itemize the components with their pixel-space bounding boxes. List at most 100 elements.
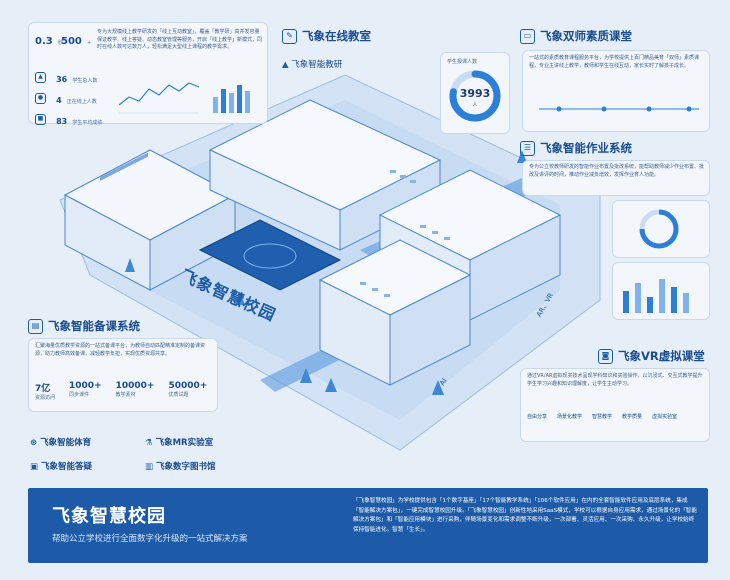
graduation-cap-icon: ▲ bbox=[282, 60, 289, 70]
pen-icon: ✎ bbox=[282, 29, 297, 44]
banner-desc: 「飞象智慧校园」为学校提供包含「1个数字基座」「17个智能教学系统」「106个软… bbox=[353, 498, 697, 533]
prep-stat-value: 50000+ bbox=[168, 381, 208, 391]
homework-card: 专为公立校教师研发的智能作业布置及批改系统，能帮助教师减少作业布置、批改及讲评的… bbox=[522, 160, 710, 196]
online-classroom-subtitle: ▲ 飞象智能教研 bbox=[282, 58, 342, 70]
metric-list: ▲ 36 学生总人数 ● 4 正在线上人数 ■ 83 学生平均成绩 bbox=[35, 67, 102, 128]
vr-card: 通过VR/AR虚拟现实技术呈现学科知识和实验操作，以沉浸式、交互式教学提升学生学… bbox=[520, 368, 710, 442]
vr-feature: 自由分享 bbox=[527, 414, 548, 420]
donut-label: 学生报课人数 bbox=[447, 59, 478, 65]
stat-500-unit: + bbox=[86, 40, 92, 46]
online-classroom-title-text: 飞象在线教室 bbox=[302, 29, 371, 43]
dual-teacher-section: ▭ 飞象双师素质课堂 bbox=[520, 28, 632, 44]
metric-sparkline bbox=[119, 82, 199, 114]
vr-title: ◙ 飞象VR虚拟课堂 bbox=[598, 348, 705, 364]
metric-value: 4 bbox=[56, 96, 62, 105]
link-library[interactable]: ▥ 飞象数字图书馆 bbox=[145, 460, 216, 472]
stat-seconds: 0.3 秒 bbox=[35, 29, 63, 48]
metric-label: 学生总人数 bbox=[72, 78, 98, 84]
prep-stat-value: 10000+ bbox=[115, 381, 155, 391]
vr-feature-list: 自由分享 场景化教学 智慧教学 教学质量 虚拟实验室 bbox=[527, 413, 707, 420]
homework-bar-chart bbox=[623, 279, 689, 313]
top-left-desc: 专为大规模线上教学研发的「线上互动教室」，覆盖「教学研」高并发容量保证教学、线上… bbox=[97, 29, 263, 50]
bottom-banner: 飞象智慧校园 帮助公立学校进行全面数字化升级的一站式解决方案 「飞象智慧校园」为… bbox=[28, 488, 708, 563]
link-library-label: 飞象数字图书馆 bbox=[156, 462, 216, 472]
online-classroom-title: ✎ 飞象在线教室 bbox=[282, 28, 371, 44]
vr-feature: 教学质量 bbox=[622, 414, 643, 420]
stat-seconds-value: 0.3 bbox=[35, 36, 53, 47]
list-icon: ☰ bbox=[520, 141, 535, 156]
prep-stat-value: 7亿 bbox=[35, 384, 51, 394]
vr-title-text: 飞象VR虚拟课堂 bbox=[618, 349, 705, 363]
thumbs-up-icon: ▲ bbox=[35, 72, 46, 83]
link-sports-label: 飞象智能体育 bbox=[40, 438, 92, 448]
donut-card: 学生报课人数 3993 人 bbox=[440, 52, 510, 134]
dual-teacher-title: ▭ 飞象双师素质课堂 bbox=[520, 28, 632, 44]
dual-teacher-desc: 一站式的素质教育课程服务平台，为学校提供上百门精品美育「双师」素质课程，专业主讲… bbox=[529, 55, 700, 69]
metric-value: 83 bbox=[56, 117, 68, 126]
book-icon: ▤ bbox=[28, 319, 43, 334]
metric-score: ■ 83 学生平均成绩 bbox=[35, 109, 102, 128]
prep-desc: 汇聚海量优质教学资源的一站式备课平台，为教师自动匹配精准定制的备课资源，助力教师… bbox=[35, 343, 206, 357]
timeline-graphic bbox=[539, 106, 699, 112]
banner-title: 飞象智慧校园 bbox=[52, 506, 166, 527]
progress-ring bbox=[639, 209, 679, 249]
prep-stat: 10000+教学素材 bbox=[116, 381, 155, 401]
link-mr-lab[interactable]: ⚗ 飞象MR实验室 bbox=[145, 436, 213, 448]
metric-students: ▲ 36 学生总人数 bbox=[35, 67, 102, 86]
prep-title: ▤ 飞象智能备课系统 bbox=[28, 318, 140, 334]
user-icon: ● bbox=[35, 93, 46, 104]
prep-card: 汇聚海量优质教学资源的一站式备课平台，为教师自动匹配精准定制的备课资源，助力教师… bbox=[28, 338, 218, 412]
banner-subtitle: 帮助公立学校进行全面数字化升级的一站式解决方案 bbox=[52, 534, 248, 544]
prep-stat-value: 1000+ bbox=[69, 381, 102, 391]
prep-stat: 7亿资源访问 bbox=[35, 381, 55, 401]
chart-icon: ■ bbox=[35, 114, 46, 125]
homework-title-text: 飞象智能作业系统 bbox=[540, 141, 632, 155]
prep-stat-label: 教学素材 bbox=[115, 392, 136, 398]
donut-chart bbox=[449, 70, 501, 122]
vr-desc: 通过VR/AR虚拟现实技术呈现学科知识和实验操作，以沉浸式、交互式教学提升学生学… bbox=[527, 373, 703, 387]
donut-value: 3993 bbox=[459, 87, 491, 100]
vr-headset-icon: ◙ bbox=[598, 349, 613, 364]
metric-label: 正在线上人数 bbox=[66, 99, 97, 105]
metric-value: 36 bbox=[56, 75, 68, 84]
monitor-icon: ▭ bbox=[520, 29, 535, 44]
vr-section: ◙ 飞象VR虚拟课堂 bbox=[598, 348, 705, 364]
stat-500-value: 500 bbox=[61, 36, 82, 47]
prep-stat: 50000+优质试题 bbox=[168, 381, 207, 401]
dual-teacher-title-text: 飞象双师素质课堂 bbox=[540, 29, 632, 43]
vr-feature: 虚拟实验室 bbox=[652, 414, 678, 420]
prep-title-text: 飞象智能备课系统 bbox=[48, 319, 140, 333]
metric-label: 学生平均成绩 bbox=[72, 120, 103, 126]
online-classroom-subtitle-text: 飞象智能教研 bbox=[291, 60, 343, 70]
homework-section: ☰ 飞象智能作业系统 bbox=[520, 140, 632, 156]
link-qa[interactable]: ▣ 飞象智能答疑 bbox=[30, 460, 92, 472]
basketball-icon: ⊛ bbox=[30, 438, 38, 448]
link-mr-lab-label: 飞象MR实验室 bbox=[155, 438, 214, 448]
prep-stat-label: 同步课件 bbox=[69, 392, 90, 398]
stat-seconds-unit: 秒 bbox=[57, 40, 63, 46]
dual-teacher-card: 一站式的素质教育课程服务平台，为学校提供上百门精品美育「双师」素质课程，专业主讲… bbox=[522, 50, 710, 132]
prep-stat-label: 优质试题 bbox=[168, 392, 189, 398]
metric-online: ● 4 正在线上人数 bbox=[35, 88, 102, 107]
top-left-panel: 0.3 秒 500 + 专为大规模线上教学研发的「线上互动教室」，覆盖「教学研」… bbox=[28, 22, 268, 126]
prep-stat: 1000+同步课件 bbox=[69, 381, 102, 401]
chat-icon: ▣ bbox=[30, 462, 39, 472]
homework-title: ☰ 飞象智能作业系统 bbox=[520, 140, 632, 156]
prep-stat-label: 资源访问 bbox=[35, 395, 56, 401]
homework-chart-card bbox=[612, 262, 710, 320]
homework-ring-card bbox=[612, 200, 710, 258]
library-icon: ▥ bbox=[145, 462, 154, 472]
prep-stats: 7亿资源访问 1000+同步课件 10000+教学素材 50000+优质试题 bbox=[35, 381, 207, 401]
prep-section: ▤ 飞象智能备课系统 bbox=[28, 318, 140, 334]
donut-unit: 人 bbox=[472, 102, 478, 108]
link-sports[interactable]: ⊛ 飞象智能体育 bbox=[30, 436, 91, 448]
online-classroom-section: ✎ 飞象在线教室 ▲ 飞象智能教研 bbox=[282, 28, 371, 70]
homework-desc: 专为公立校教师研发的智能作业布置及批改系统，能帮助教师减少作业布置、批改及讲评的… bbox=[529, 164, 705, 178]
flask-icon: ⚗ bbox=[145, 438, 153, 448]
vr-feature: 智慧教学 bbox=[592, 414, 613, 420]
stat-500: 500 + bbox=[61, 29, 91, 48]
metric-bars bbox=[213, 85, 250, 113]
vr-feature: 场景化教学 bbox=[557, 414, 583, 420]
link-qa-label: 飞象智能答疑 bbox=[41, 462, 93, 472]
